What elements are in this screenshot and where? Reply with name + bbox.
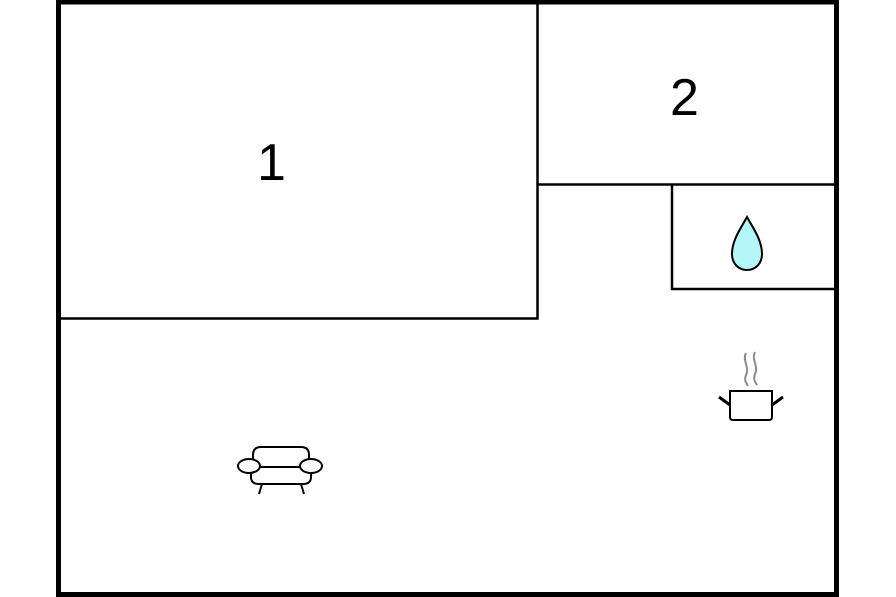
pot-body xyxy=(729,390,773,421)
steam-icon xyxy=(743,352,749,387)
room-1-label: 1 xyxy=(257,134,286,192)
sofa-leg-right xyxy=(300,483,305,495)
sofa-back xyxy=(252,446,310,466)
outer-wall xyxy=(56,0,839,597)
sofa-icon xyxy=(237,446,323,495)
pot-handle-right xyxy=(771,395,784,407)
sofa-leg-left xyxy=(258,483,263,495)
water-drop-icon xyxy=(730,214,764,272)
sofa-armrest-right xyxy=(299,458,323,474)
sofa-armrest-left xyxy=(237,458,261,474)
pot-handle-left xyxy=(718,395,731,407)
cooking-pot-icon xyxy=(718,351,784,421)
bathroom xyxy=(670,184,835,291)
room-1 xyxy=(59,2,539,320)
room-2-label: 2 xyxy=(670,69,699,127)
sofa-seat xyxy=(250,470,312,485)
